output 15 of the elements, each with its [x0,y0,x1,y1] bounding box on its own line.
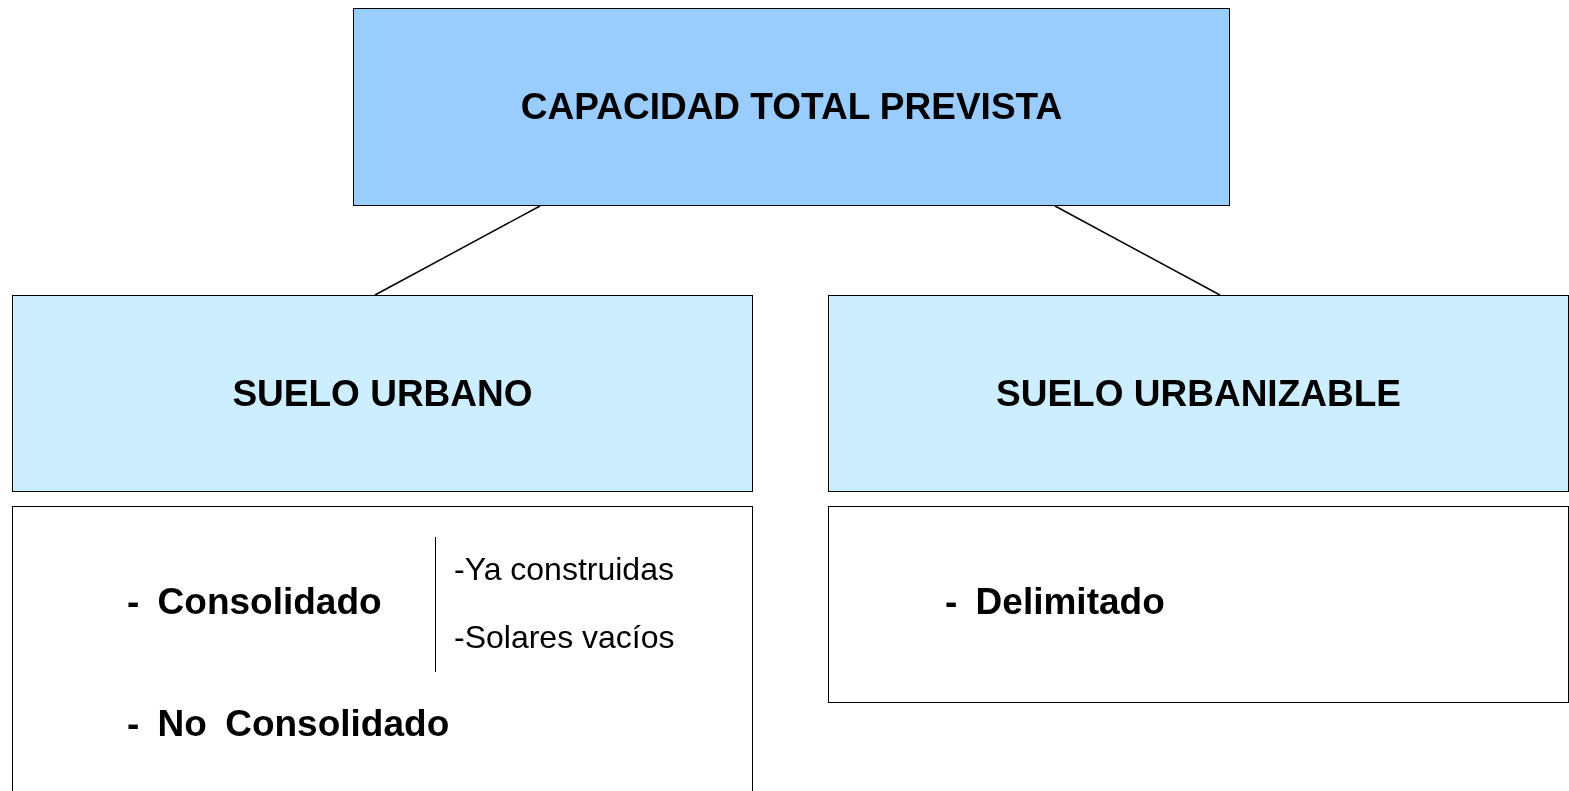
sub-item: -Ya construidas [454,551,674,588]
box-title: SUELO URBANIZABLE [996,372,1401,415]
list-box [12,506,753,791]
list-item: - Delimitado [945,581,1165,623]
list-item: - No Consolidado [127,703,450,745]
box-title: CAPACIDAD TOTAL PREVISTA [520,86,1063,128]
category-box [353,8,1230,206]
sub-item: -Solares vacíos [454,619,675,656]
box-title: SUELO URBANO [232,372,533,415]
connector-line [1054,205,1221,296]
list-item: - Consolidado [127,581,382,623]
category-box [12,295,753,492]
category-box [828,295,1569,492]
connector-line [374,205,541,296]
list-box [828,506,1569,703]
